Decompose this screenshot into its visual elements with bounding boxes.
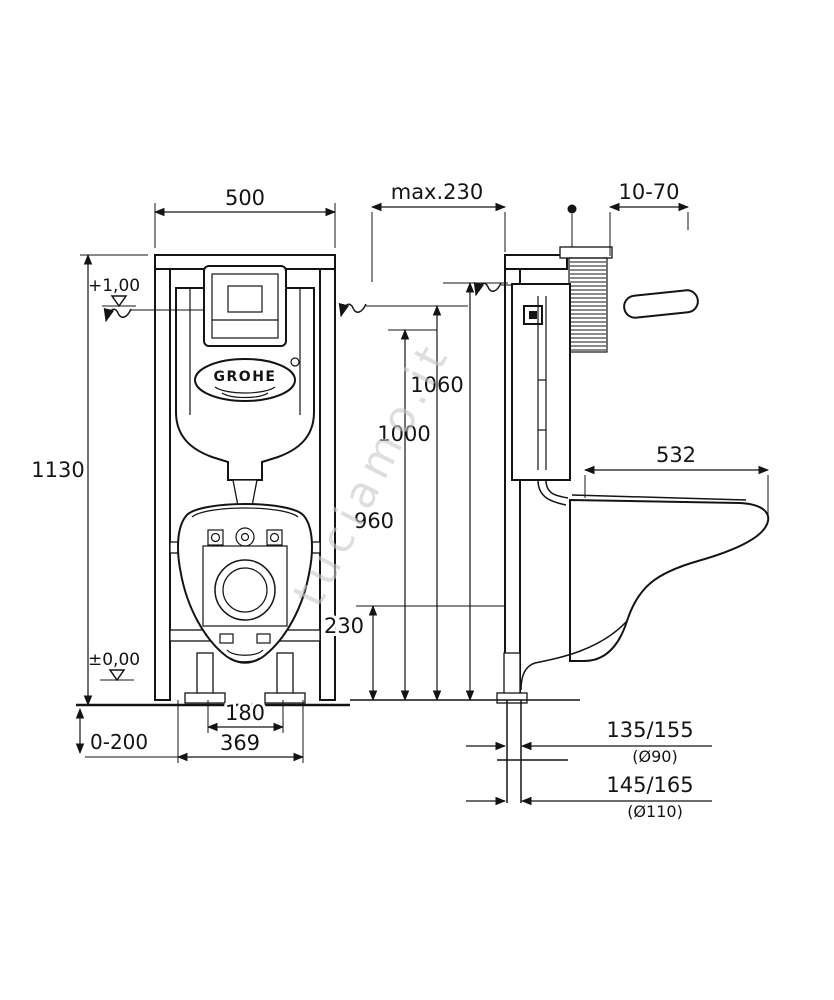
water-inlet-box [523,305,543,325]
actuator-plate-side [623,289,699,319]
dim-145-165-dia-label: (Ø110) [627,802,683,821]
dim-max230-label: max.230 [391,180,484,204]
fixing-bolt-left [207,529,224,546]
bowl-side [569,494,770,662]
dim-10-70-label: 10-70 [618,180,679,204]
inlet-hub [235,527,255,547]
drain-outlet-outer [214,559,276,621]
foot-plate-right [264,692,306,704]
trap-curve-2 [230,657,260,663]
bowl-side-outline [569,498,770,662]
level-markers: +1,00 ±0,00 [85,273,204,682]
brand-logo: GROHE [194,357,300,402]
level-zero-label: ±0,00 [88,650,140,670]
frame-front [154,254,336,704]
bowl-rim-line [191,507,299,518]
dim-500-label: 500 [225,186,265,210]
fixing-bolt-left-hole [210,532,221,543]
cistern-side [511,283,571,506]
flush-plate-front [203,265,287,347]
frame-top-bar-side [504,254,568,270]
wall-hatching [570,261,606,351]
flush-plate-inner [211,273,279,339]
wall-bracket-top [559,246,613,259]
frame-leg-side [503,652,521,698]
flush-plate-outer [203,265,287,347]
dim-180-label: 180 [225,701,265,725]
surface-squiggle-left-icon [103,307,132,323]
level-zero-triangle-icon [108,669,126,682]
fixing-bolt-right [266,529,283,546]
level-upper-label: +1,00 [88,276,140,296]
side-view: max.230 10-70 1060 1000 960 230 532 135 [321,177,770,824]
dim-135-155-dia-label: (Ø90) [632,747,677,766]
seat-line [571,494,747,501]
flush-pipe-neck [232,479,258,507]
water-inlet-valve [529,311,537,319]
dim-532-label: 532 [656,443,696,467]
logo-wave-1 [214,386,276,394]
dim-960-label: 960 [354,509,394,533]
dimensions-front: 500 1130 180 369 0-200 [28,183,337,763]
logo-ellipse [194,358,296,402]
logo-text: GROHE [214,369,277,385]
bowl-outline [177,503,313,664]
registered-mark-icon [290,357,300,367]
bracket-slot-left [219,633,234,644]
frame-leg-left [196,652,214,698]
flush-button [227,285,263,313]
dim-145-165-label: 145/165 [606,773,693,797]
level-upper-triangle-icon [110,295,128,308]
trap-curve-1 [226,649,264,656]
drain-piping [497,620,628,803]
foot-plate-side [496,692,528,704]
drain-outlet-inner [222,567,268,613]
dim-1130-label: 1130 [31,458,84,482]
anchor-point-icon [567,204,577,214]
foot-plate-left [184,692,226,704]
front-view: GROHE +1,00 [28,183,350,763]
surface-squiggle-mid-icon [338,302,367,318]
dim-230-label: 230 [324,614,364,638]
dim-369-label: 369 [220,731,260,755]
logo-wave-2 [221,392,269,399]
flush-bend-2 [545,479,569,499]
surface-squiggle-right-icon [473,281,502,297]
dimensions-side: max.230 10-70 1060 1000 960 230 532 135 [321,177,770,824]
flush-bend-1 [537,479,567,506]
dim-0-200-label: 0-200 [90,730,148,754]
inlet-hub-center [240,532,250,542]
frame-rail-left [154,254,171,701]
bowl-front [177,503,313,664]
fixing-bolt-right-hole [269,532,280,543]
bracket-slot-right [256,633,271,644]
outlet-bend [520,620,628,691]
dim-135-155-label: 135/155 [606,718,693,742]
frame-leg-right [276,652,294,698]
